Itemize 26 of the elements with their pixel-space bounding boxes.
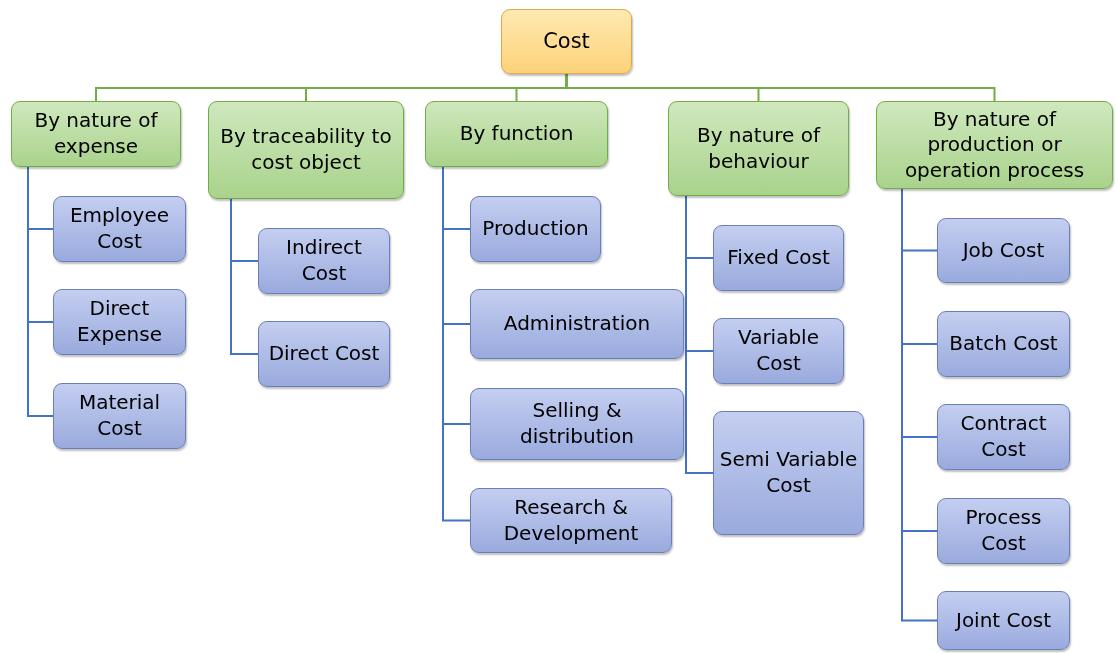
cost-type-box: Contract Cost xyxy=(937,404,1070,470)
connector-line xyxy=(230,198,259,355)
cost-type-box: Fixed Cost xyxy=(713,225,844,291)
cost-type-box: Joint Cost xyxy=(937,591,1070,650)
cost-type-box: Process Cost xyxy=(937,498,1070,564)
cost-type-box: Job Cost xyxy=(937,218,1070,283)
cost-type-box: Employee Cost xyxy=(53,196,186,262)
category-box: By function xyxy=(425,101,608,167)
cost-type-box: Administration xyxy=(470,289,684,359)
cost-type-box: Material Cost xyxy=(53,383,186,449)
category-box: By nature of expense xyxy=(11,101,181,167)
category-box: By nature of behaviour xyxy=(668,101,849,196)
cost-type-box: Indirect Cost xyxy=(258,228,390,294)
connector-line xyxy=(27,166,54,417)
category-box: By traceability to cost object xyxy=(208,101,404,199)
cost-type-box: Semi Variable Cost xyxy=(713,411,864,535)
connector-line xyxy=(565,73,996,102)
cost-type-box: Batch Cost xyxy=(937,311,1070,377)
category-box: By nature of production or operation process xyxy=(876,101,1113,189)
cost-type-box: Direct Expense xyxy=(53,289,186,355)
cost-type-box: Direct Cost xyxy=(258,321,390,387)
cost-type-box: Selling & distribution xyxy=(470,388,684,460)
cost-type-box: Research & Development xyxy=(470,488,672,553)
cost-type-box: Production xyxy=(470,196,601,262)
cost-type-box: Variable Cost xyxy=(713,318,844,384)
root-box: Cost xyxy=(501,9,632,74)
